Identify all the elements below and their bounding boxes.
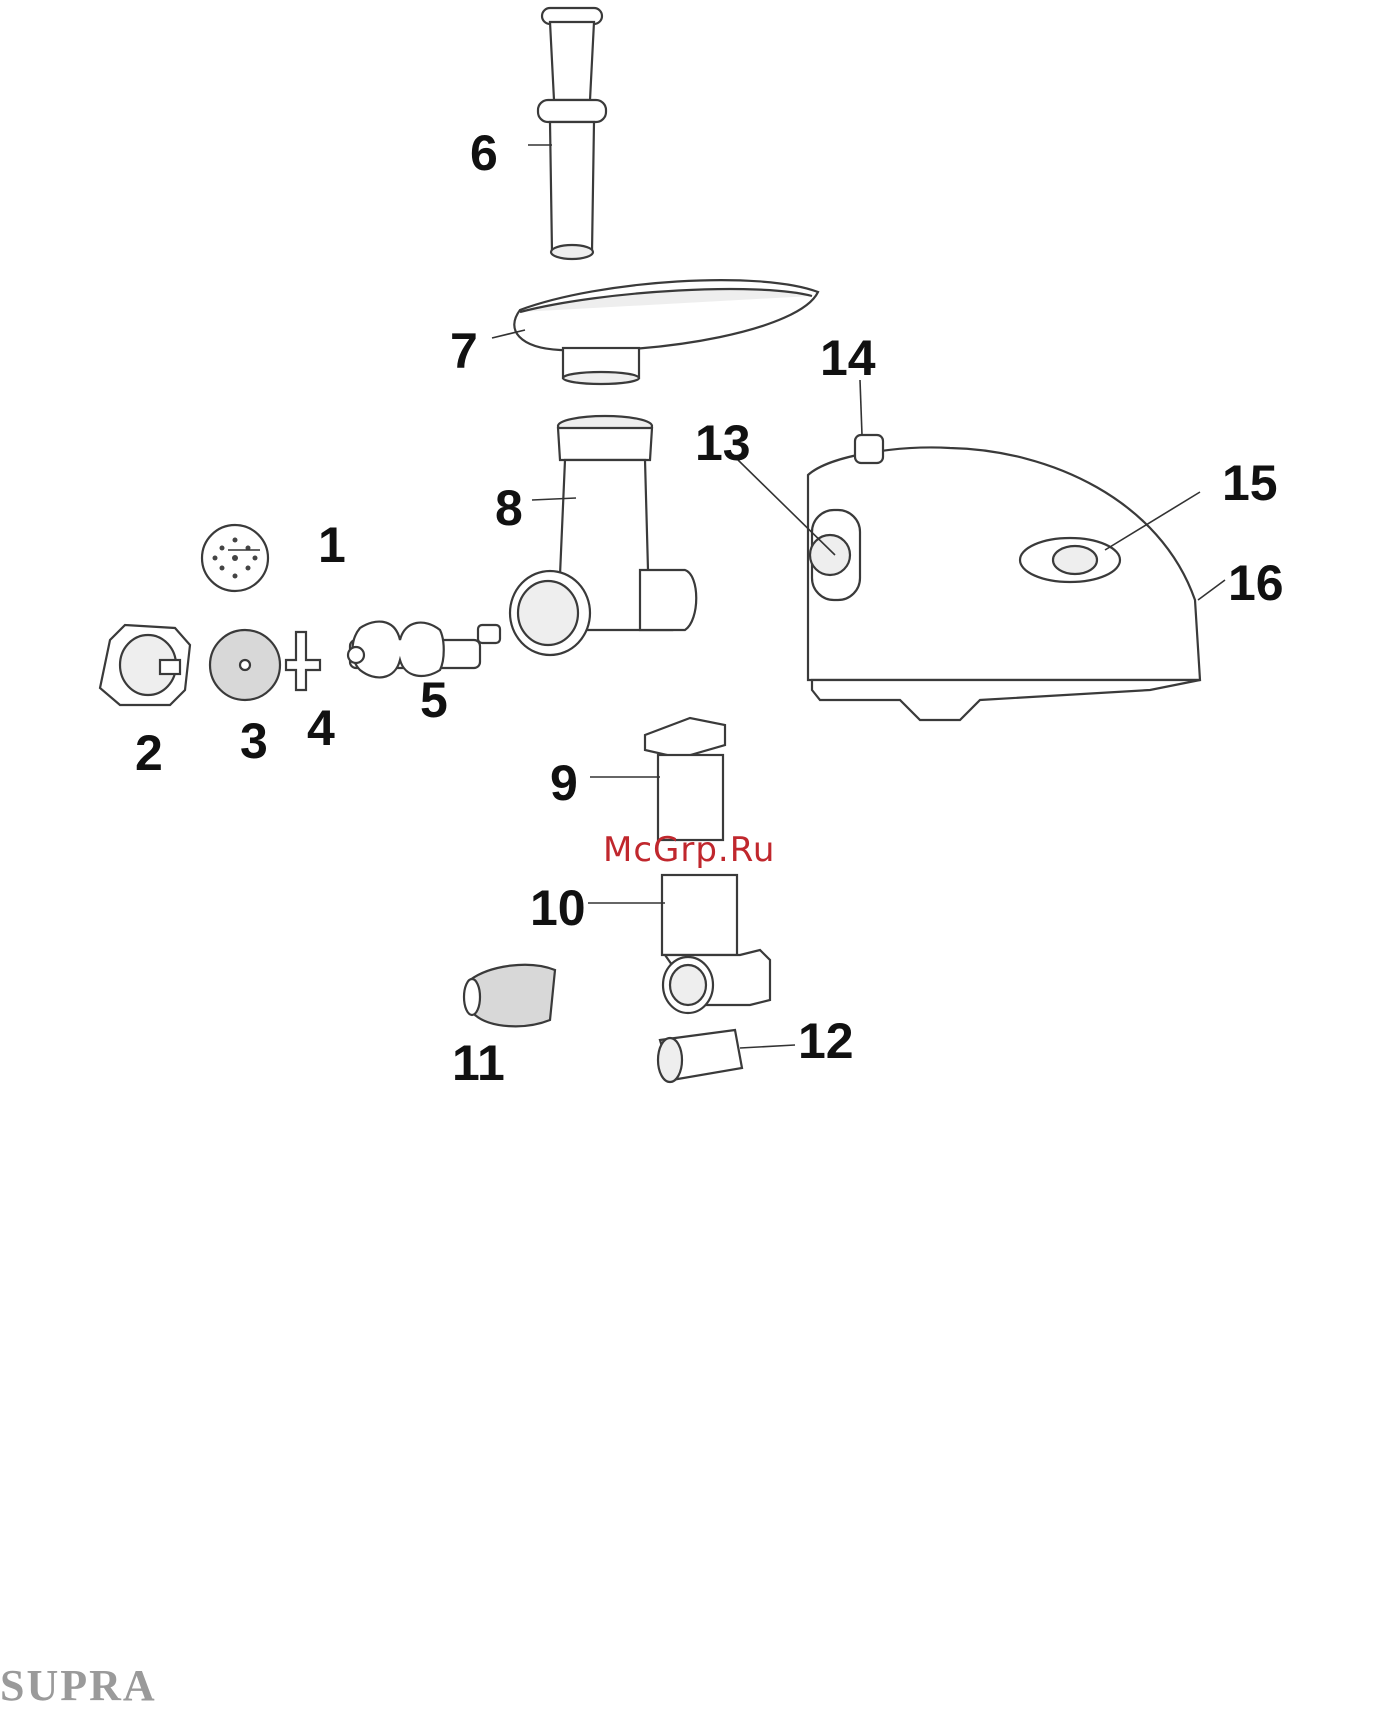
part-3-disc bbox=[210, 630, 280, 700]
callout-12: 12 bbox=[798, 1013, 854, 1069]
callout-7: 7 bbox=[450, 323, 478, 379]
part-8-head bbox=[510, 416, 696, 655]
part-10-slicer-body bbox=[662, 875, 770, 1013]
part-2-ring-nut bbox=[100, 625, 190, 705]
part-12-slicer-drum bbox=[658, 1030, 742, 1082]
part-1-disc bbox=[202, 525, 268, 591]
part-11-grater-drum bbox=[464, 965, 555, 1027]
watermark: McGrp.Ru bbox=[603, 830, 775, 870]
part-4-blade bbox=[286, 632, 320, 690]
callout-6: 6 bbox=[470, 125, 498, 181]
motor-body bbox=[808, 435, 1200, 720]
callout-16: 16 bbox=[1228, 555, 1284, 611]
part-6-pusher bbox=[538, 8, 606, 259]
brand-logo: SUPRA bbox=[0, 1660, 157, 1711]
callout-8: 8 bbox=[495, 480, 523, 536]
callout-10: 10 bbox=[530, 880, 586, 936]
callout-2: 2 bbox=[135, 725, 163, 781]
part-7-tray bbox=[514, 280, 818, 384]
callout-4: 4 bbox=[307, 700, 335, 756]
callout-3: 3 bbox=[240, 713, 268, 769]
callout-9: 9 bbox=[550, 755, 578, 811]
callout-14: 14 bbox=[820, 330, 876, 386]
callout-1: 1 bbox=[318, 517, 346, 573]
callout-5: 5 bbox=[420, 672, 448, 728]
callout-15: 15 bbox=[1222, 455, 1278, 511]
callout-11: 11 bbox=[452, 1035, 505, 1091]
part-5-screw bbox=[348, 622, 500, 678]
part-9-vegetable-pusher bbox=[645, 718, 725, 840]
callout-13: 13 bbox=[695, 415, 751, 471]
